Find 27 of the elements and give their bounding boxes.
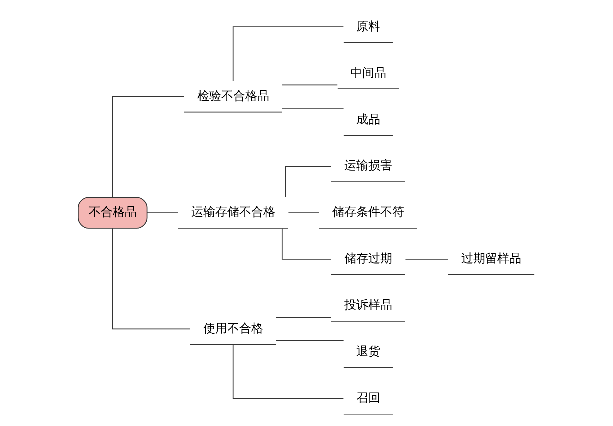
connector <box>112 96 184 198</box>
node-text: 中间品 <box>350 66 386 80</box>
node-text: 退货 <box>356 344 380 359</box>
connector <box>282 84 338 86</box>
connector <box>276 340 344 342</box>
connector <box>282 228 332 260</box>
connector <box>276 317 332 318</box>
node-text: 召回 <box>356 391 380 406</box>
node-text: 运输存储不合格 <box>191 205 276 220</box>
node-text: 储存过期 <box>344 252 392 266</box>
node-text: 过期留样品 <box>462 252 522 266</box>
connector <box>232 344 344 400</box>
node-text: 检验不合格品 <box>197 89 270 104</box>
connector <box>288 212 320 214</box>
node-text: 运输损害 <box>344 158 392 173</box>
connector <box>405 259 449 260</box>
connector <box>232 26 344 82</box>
node-text: 使用不合格 <box>203 321 264 336</box>
connector <box>146 212 179 214</box>
node-text: 成品 <box>356 112 380 126</box>
node-text: 原料 <box>356 19 380 34</box>
node-text: 投诉样品 <box>344 298 392 312</box>
connector <box>285 166 332 198</box>
connector <box>112 228 191 330</box>
node-text: 储存条件不符 <box>332 205 404 220</box>
connector <box>282 108 344 109</box>
node-box: 不合格品 <box>78 197 148 229</box>
